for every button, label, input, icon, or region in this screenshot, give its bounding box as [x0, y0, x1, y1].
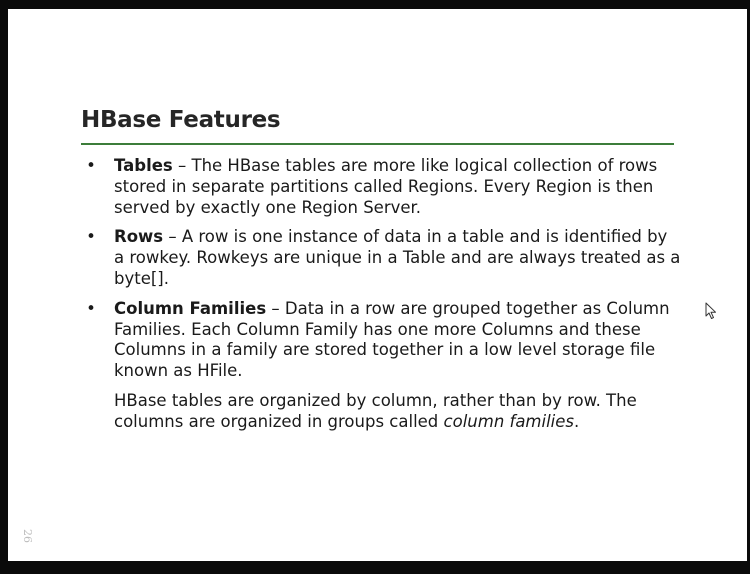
bullet-icon: •: [86, 227, 96, 247]
explanatory-paragraph: HBase tables are organized by column, ra…: [81, 391, 681, 433]
bullet-text: – A row is one instance of data in a tab…: [114, 227, 681, 288]
bullet-rows: • Rows – A row is one instance of data in…: [81, 227, 681, 289]
bullet-term: Tables: [114, 156, 173, 175]
slide-body: • Tables – The HBase tables are more like…: [81, 156, 681, 433]
mouse-pointer-icon: [705, 302, 716, 319]
title-underline: [81, 143, 674, 145]
bullet-icon: •: [86, 156, 96, 175]
bullet-term: Rows: [114, 227, 164, 247]
bullet-term: Column Families: [114, 298, 267, 318]
bullet-text: – The HBase tables are more like logical…: [114, 156, 658, 217]
slide: HBase Features • Tables – The HBase table…: [8, 9, 747, 561]
paragraph-end: .: [574, 411, 580, 431]
bullet-icon: •: [86, 298, 96, 318]
bullet-tables: • Tables – The HBase tables are more like…: [81, 156, 681, 218]
bullet-column-families: • Column Families – Data in a row are gro…: [81, 299, 681, 382]
bullet-text: – Data in a row are grouped together as …: [114, 298, 670, 381]
paragraph-emphasis: column families: [443, 411, 575, 431]
page-number: 26: [21, 529, 34, 543]
paragraph-text: HBase tables are organized by column, ra…: [114, 390, 637, 431]
slide-title: HBase Features: [81, 107, 281, 133]
